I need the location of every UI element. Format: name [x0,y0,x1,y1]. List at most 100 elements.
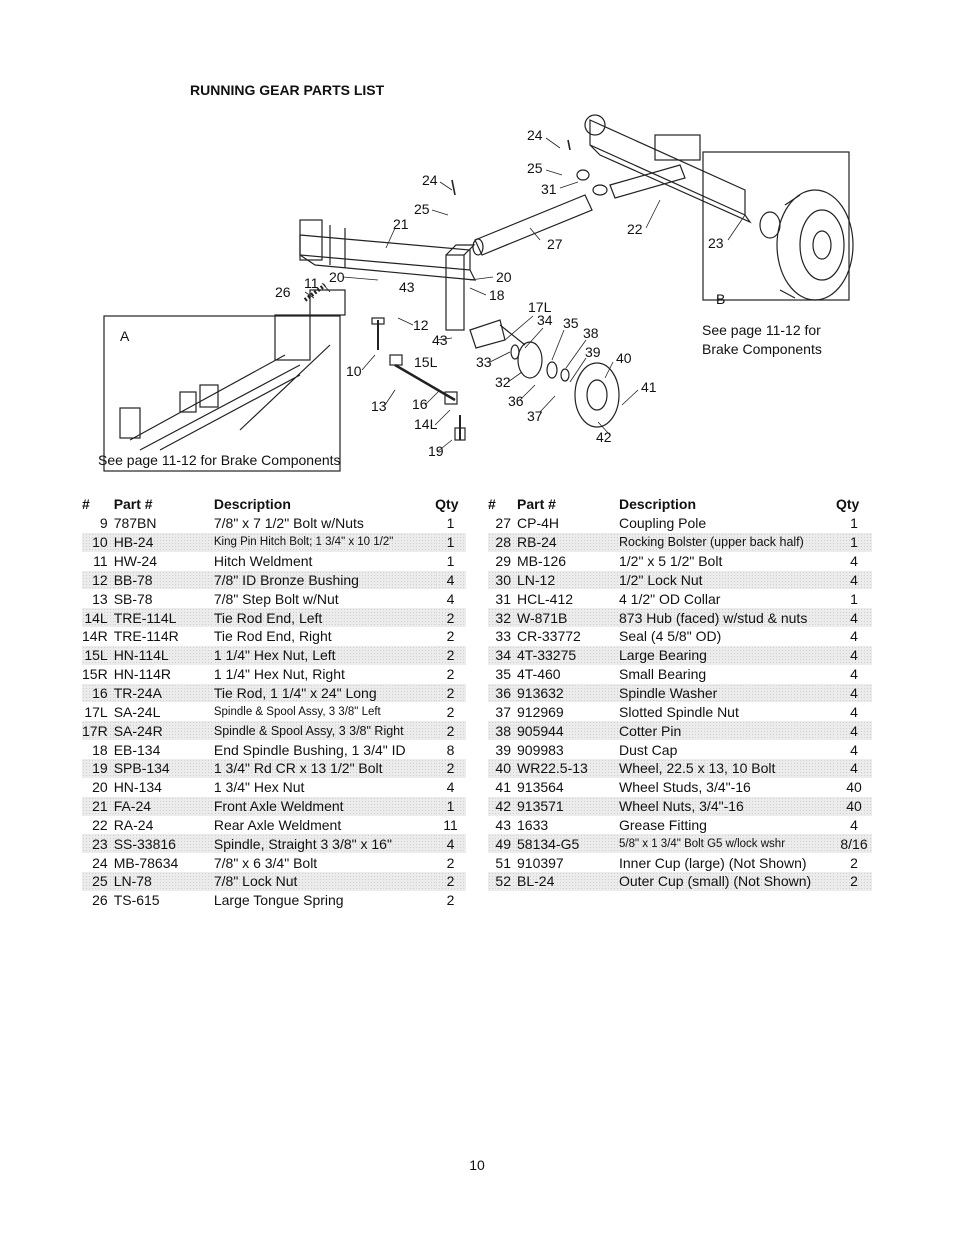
rear-axle-weldment [589,119,746,216]
item-number: 30 [488,570,517,590]
part-description: Large Tongue Spring [213,892,344,909]
part-description: Tie Rod, 1 1/4" x 24" Long [213,683,436,703]
callout-24: 24 [527,127,543,143]
part-description: 1 3/4" Hex Nut [213,779,305,796]
part-number: RB-24 [517,532,619,552]
part-description: 873 Hub (faced) w/stud & nuts [619,608,836,628]
part-number: HN-114R [113,666,171,683]
callout-17L: 17L [528,299,552,315]
item-number: 38 [488,721,517,741]
part-qty: 2 [435,758,466,778]
item-number: 17R [82,721,114,741]
part-number: 787BN [113,515,157,532]
item-number: 16 [82,683,114,703]
item-number: 34 [488,645,517,665]
header-num: # [82,496,90,512]
callout-31: 31 [541,181,557,197]
part-number: 4T-33275 [517,645,619,665]
part-qty: 40 [846,779,862,796]
item-number: 18 [92,741,108,758]
part-number: SPB-134 [113,758,214,778]
part-description: Wheel Studs, 3/4"-16 [619,779,751,796]
part-qty: 8 [446,741,455,758]
part-description: 1 1/4" Hex Nut, Left [213,645,436,665]
item-number: 23 [82,834,114,854]
part-number: TRE-114R [113,628,179,645]
part-description: 1 1/4" Hex Nut, Right [213,666,345,683]
part-description: 1/2" Lock Nut [619,570,836,590]
item-number: 41 [495,779,511,796]
item-number: 13 [92,590,108,607]
part-description: 7/8" x 6 3/4" Bolt [213,854,318,871]
item-number: 43 [495,816,511,833]
part-description: Tie Rod End, Left [213,608,436,628]
part-description: Spindle & Spool Assy, 3 3/8" Left [213,705,381,718]
part-number: SA-24R [113,721,214,741]
header-part: Part # [517,496,556,512]
part-qty: 40 [836,796,872,816]
part-description: Inner Cup (large) (Not Shown) [619,854,807,871]
item-number: 15R [82,666,108,683]
part-number: 909983 [517,741,564,758]
table-header: # Part # Description Qty [488,494,872,514]
part-description: Rear Axle Weldment [213,816,342,833]
part-qty: 4 [435,570,466,590]
item-number: 39 [495,741,511,758]
part-qty: 2 [446,666,455,683]
callout-10: 10 [346,363,362,379]
header-qty: Qty [435,496,459,512]
callout-20: 20 [496,269,512,285]
label-a: A [120,328,130,344]
part-qty: 4 [836,608,872,628]
page-number: 10 [469,1157,485,1173]
part-description: 7/8" Step Bolt w/Nut [213,590,339,607]
part-qty: 4 [850,703,858,720]
item-number: 20 [92,779,108,796]
part-number: MB-126 [517,553,567,570]
item-number: 26 [92,892,108,909]
part-number: 912969 [517,703,564,720]
item-number: 24 [92,854,108,871]
part-description: Spindle Washer [619,683,836,703]
part-number: 1633 [517,816,549,833]
part-description: Slotted Spindle Nut [619,703,739,720]
front-axle-weldment [299,234,471,271]
part-qty: 2 [446,703,455,720]
part-number: 58134-G5 [517,834,619,854]
running-gear-diagram: 24 25 31 22 23 27 24 25 21 20 43 20 18 1… [103,114,854,472]
rear-wheel-tire [776,189,854,301]
part-qty: 4 [836,645,872,665]
header-num: # [488,496,496,512]
part-qty: 4 [850,628,858,645]
item-number: 11 [93,553,108,570]
part-qty: 1 [850,590,858,607]
part-number: HN-114L [113,645,214,665]
callout-21: 21 [393,216,409,232]
callout-24: 24 [422,172,438,188]
item-number: 14R [82,628,108,645]
item-number: 9 [99,515,108,532]
item-number: 52 [488,872,517,891]
item-number: 29 [495,553,511,570]
part-number: EB-134 [113,741,161,758]
item-number: 15L [82,645,114,665]
part-number: SA-24L [113,703,161,720]
item-number: 36 [488,683,517,703]
front-wheel-rim [574,362,620,428]
